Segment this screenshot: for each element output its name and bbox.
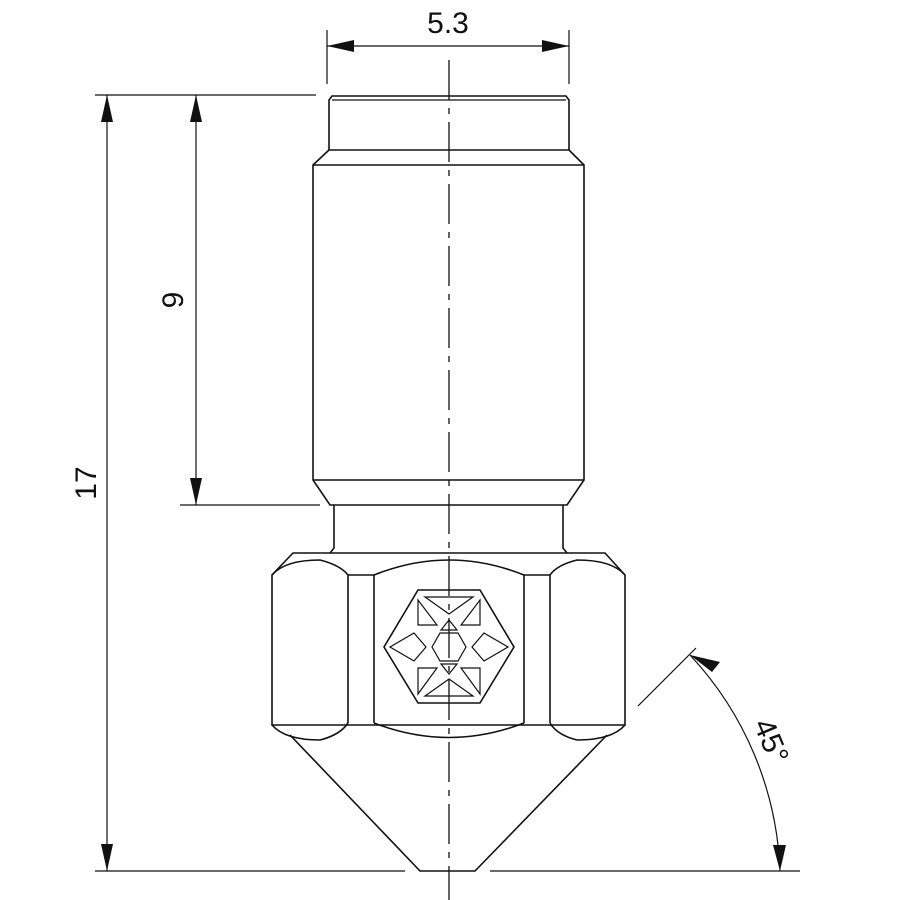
dimension-label-5-3: 5.3: [427, 7, 469, 40]
dimension-label-9: 9: [157, 292, 190, 309]
logo-hexagon: [383, 589, 515, 704]
neck: [329, 505, 568, 554]
dimension-top-diameter: 5.3: [326, 7, 570, 84]
dimension-label-45-deg: 45°: [747, 714, 795, 769]
dimension-body-length: 9: [157, 94, 320, 506]
dimension-total-length: 17: [70, 94, 800, 872]
dimension-label-17: 17: [70, 466, 103, 499]
nozzle-cone: [289, 734, 608, 872]
dimension-cone-angle: 45°: [637, 647, 795, 872]
